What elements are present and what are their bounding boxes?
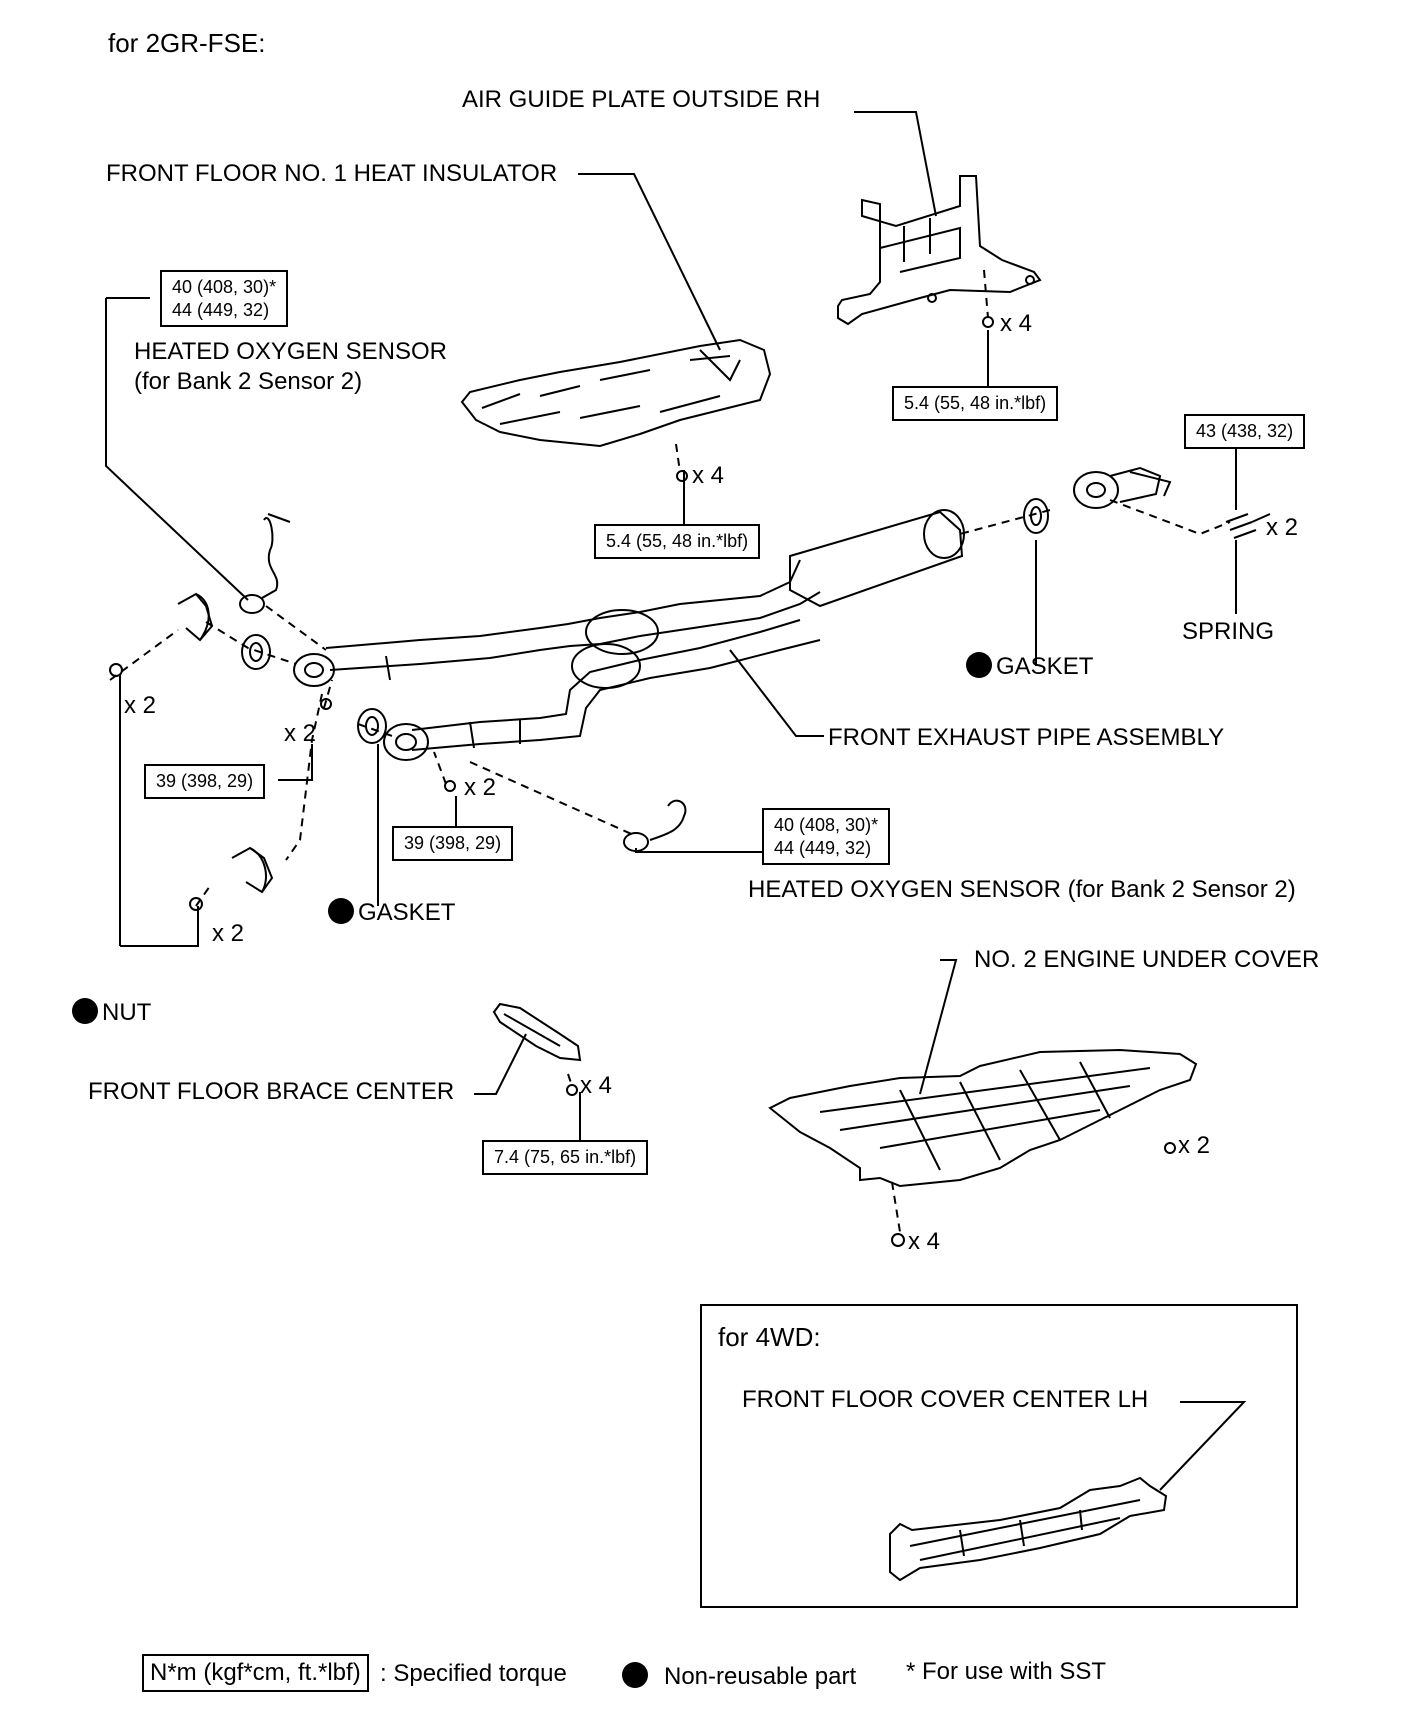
non-reusable-dot-icon: [328, 898, 354, 924]
engine-under-cover-label: NO. 2 ENGINE UNDER COVER: [974, 946, 1320, 973]
heat-insulator-label: FRONT FLOOR NO. 1 HEAT INSULATOR: [106, 160, 558, 187]
oxygen-sensor-left-label-2: (for Bank 2 Sensor 2): [134, 368, 363, 395]
legend-sst: * For use with SST: [906, 1658, 1107, 1685]
torque-sensor-left-1: 40 (408, 30)*: [172, 277, 277, 297]
floor-cover-center-lh-part: [889, 1476, 1168, 1582]
4wd-inset-panel: [700, 1304, 1298, 1608]
front-exhaust-pipe-part: [293, 509, 965, 761]
oxygen-sensor-right-part: [623, 799, 687, 852]
torque-flange-mid: 39 (398, 29): [392, 826, 514, 861]
heat-insulator-part: [460, 338, 772, 448]
torque-sensor-left-2: 44 (449, 32): [172, 299, 270, 320]
nut-lower-qty: x 2: [212, 920, 245, 947]
floor-brace-label: FRONT FLOOR BRACE CENTER: [88, 1078, 455, 1105]
rear-flange-part: [1073, 466, 1172, 509]
spring-bolt-qty: x 2: [1266, 514, 1299, 541]
4wd-inset-title: for 4WD:: [718, 1322, 821, 1352]
flange-mid-bolt-qty: x 2: [464, 774, 497, 801]
cover-bolt-bottom-qty: x 4: [908, 1228, 941, 1255]
gasket-left-label: GASKET: [328, 898, 455, 925]
legend-torque-desc: : Specified torque: [380, 1660, 567, 1687]
insulator-bolt-qty: x 4: [692, 462, 725, 489]
gasket-right-label: GASKET: [966, 652, 1093, 679]
non-reusable-dot-icon: [966, 652, 992, 678]
nut-upper-qty: x 2: [124, 692, 157, 719]
air-guide-plate-label: AIR GUIDE PLATE OUTSIDE RH: [462, 86, 821, 113]
cover-bolt-right-qty: x 2: [1178, 1132, 1211, 1159]
torque-sensor-left: 40 (408, 30)* 44 (449, 32): [160, 270, 289, 327]
brace-bolt-qty: x 4: [580, 1072, 613, 1099]
legend-torque-box: N*m (kgf*cm, ft.*lbf): [142, 1654, 369, 1693]
oxygen-sensor-right-label: HEATED OXYGEN SENSOR (for Bank 2 Sensor …: [748, 876, 1296, 903]
air-guide-bolt-qty: x 4: [1000, 310, 1033, 337]
torque-floor-brace: 7.4 (75, 65 in.*lbf): [482, 1140, 649, 1175]
torque-air-guide: 5.4 (55, 48 in.*lbf): [892, 386, 1059, 421]
oxygen-sensor-left-part: [239, 513, 291, 614]
nut-label: NUT: [72, 998, 151, 1025]
floor-cover-center-lh-label: FRONT FLOOR COVER CENTER LH: [742, 1386, 1149, 1413]
flange-left-bolt-qty: x 2: [284, 720, 317, 747]
page-title: for 2GR-FSE:: [108, 28, 266, 58]
torque-sensor-right-1: 40 (408, 30)*: [774, 815, 879, 835]
front-exhaust-pipe-label: FRONT EXHAUST PIPE ASSEMBLY: [828, 724, 1225, 751]
spring-label: SPRING: [1182, 618, 1275, 645]
engine-under-cover-part: [768, 1048, 1198, 1188]
non-reusable-dot-icon: [622, 1662, 648, 1688]
torque-sensor-right: 40 (408, 30)* 44 (449, 32): [762, 808, 891, 865]
torque-flange-left: 39 (398, 29): [144, 764, 266, 799]
torque-heat-insulator: 5.4 (55, 48 in.*lbf): [594, 524, 761, 559]
air-guide-plate-part: [837, 175, 1042, 326]
torque-sensor-right-2: 44 (449, 32): [774, 837, 872, 858]
non-reusable-dot-icon: [72, 998, 98, 1024]
torque-spring-bolt: 43 (438, 32): [1184, 414, 1306, 449]
legend-non-reusable: Non-reusable part: [622, 1662, 856, 1689]
oxygen-sensor-left-label-1: HEATED OXYGEN SENSOR: [134, 338, 447, 365]
